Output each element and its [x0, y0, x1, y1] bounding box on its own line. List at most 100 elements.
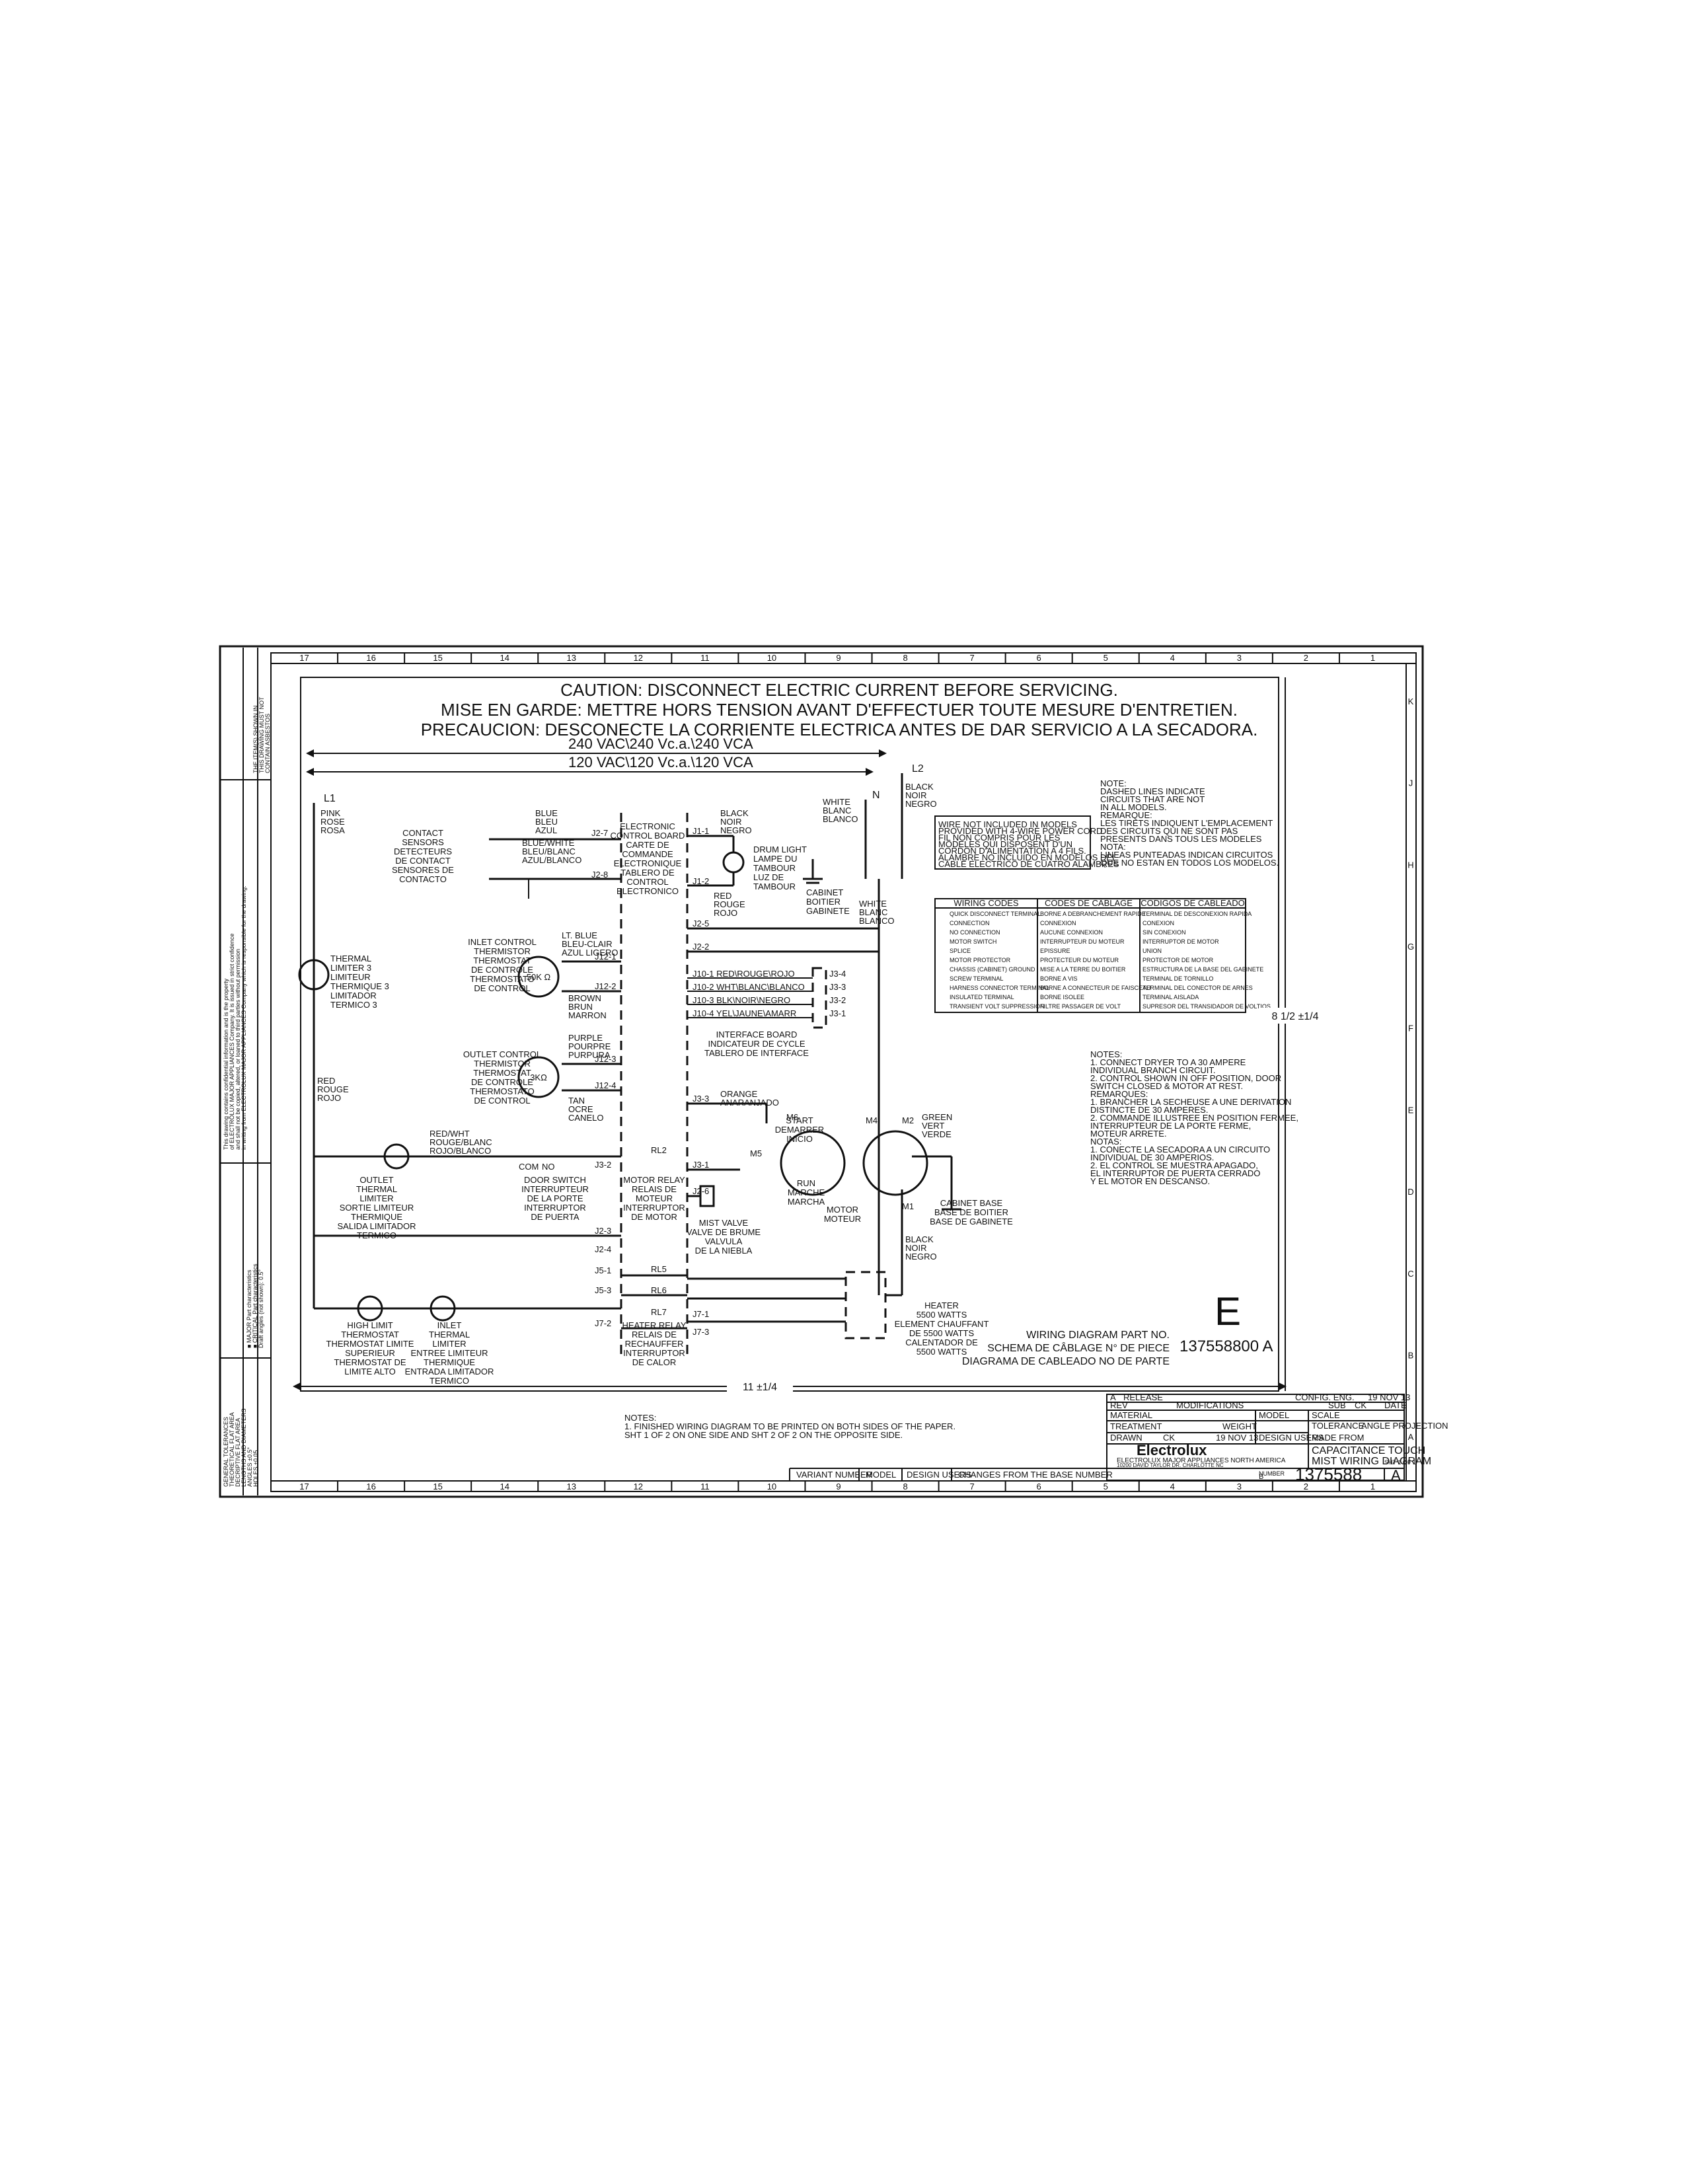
zone-side-F: F — [1408, 1024, 1413, 1034]
com-terminal: COM — [519, 1162, 539, 1172]
wire-tan-1: TAN — [568, 1096, 585, 1106]
install-line-15: 2. EL CONTROL SE MUESTRA APAGADO, — [1090, 1160, 1258, 1170]
comp-drum-light-1: DRUM LIGHT — [753, 845, 807, 854]
conn-j3-3: J3-3 — [693, 1094, 709, 1104]
comp-inlet-limiter-3: LIMITER — [432, 1339, 466, 1349]
wire-purple-1: PURPLE — [568, 1033, 603, 1043]
left-tolerance-6: HOLES ±0.05 — [252, 1450, 259, 1487]
wire-tan-2: OCRE — [568, 1104, 593, 1114]
left-proprietary-4: in writing from ELECTROLUX MAJOR APPLIAN… — [241, 885, 247, 1150]
left-characteristics-1: ■ MAJOR Part characteristics — [246, 1269, 252, 1348]
wire-black_j1-3: NEGRO — [720, 825, 752, 835]
comp-thermal-limiter-4: THERMIQUE 3 — [330, 981, 389, 991]
tb-h-mod: MODIFICATIONS — [1176, 1400, 1244, 1410]
tb-date-val: 19 NOV 13 — [1216, 1433, 1258, 1443]
part-number-block: WIRING DIAGRAM PART NO. SCHEMA DE CÂBLAG… — [962, 1330, 1273, 1367]
comp-outlet-limiter-5: THERMIQUE — [351, 1212, 402, 1222]
wire-redwht-3: ROJO/BLANCO — [430, 1146, 491, 1156]
tb-ck: CK — [1163, 1433, 1175, 1443]
comp-control-board-7: CONTROL — [626, 877, 669, 887]
wire-red-1: RED — [317, 1076, 335, 1086]
legend-cell-10-1: INSULATED TERMINAL — [950, 994, 1014, 1000]
zone-top-8: 8 — [903, 653, 907, 663]
conn-j10-4: J10-4 YEL\JAUNE\AMARR — [693, 1008, 796, 1018]
conn-j10-1: J10-1 RED\ROUGE\ROJO — [693, 969, 795, 979]
tb-date: 19 NOV 13 — [1368, 1392, 1410, 1402]
wire-orange-1: ORANGE — [720, 1089, 758, 1099]
install-line-6: REMARQUES: — [1090, 1089, 1148, 1099]
zone-side-D: D — [1407, 1187, 1413, 1197]
install-line-16: EL INTERRUPTOR DE PUERTA CERRADO — [1090, 1168, 1260, 1178]
print-line-3: SHT 1 OF 2 ON ONE SIDE AND SHT 2 OF 2 ON… — [624, 1430, 903, 1440]
tb-h-date: DATE — [1384, 1400, 1407, 1410]
dashed-line-6: LES TIRETS INDIQUENT L'EMPLACEMENT — [1100, 818, 1273, 828]
comp-cabinet-1: CABINET — [806, 887, 843, 897]
comp-motor-relay-1: MOTOR RELAY — [623, 1175, 685, 1185]
zone-bottom-3: 3 — [1237, 1482, 1242, 1491]
tb-scale: SCALE — [1312, 1410, 1340, 1420]
part-no-fr: SCHEMA DE CÂBLAGE N° DE PIECE — [987, 1341, 1170, 1354]
comp-high-limit-4: SUPERIEUR — [345, 1348, 395, 1358]
zone-bottom-7: 7 — [970, 1482, 975, 1491]
conn-j3-1b: J3-1 — [829, 1008, 846, 1018]
legend-cell-4-1: MOTOR SWITCH — [950, 938, 996, 945]
zone-top-6: 6 — [1037, 653, 1041, 663]
dim-height: 8 1/2 ±1/4 — [1271, 1011, 1318, 1022]
comp-motor-start-2: DEMARRER — [775, 1125, 824, 1135]
zone-side-K: K — [1408, 697, 1414, 706]
conn-j5-1: J5-1 — [595, 1265, 611, 1275]
legend-header-1: WIRING CODES — [954, 898, 1019, 908]
zone-top-1: 1 — [1370, 653, 1375, 663]
comp-thermal-limiter-1: THERMAL — [330, 954, 371, 963]
tb-release: RELEASE — [1123, 1392, 1163, 1402]
zone-top-3: 3 — [1237, 653, 1242, 663]
comp-outlet-thermistor-2: THERMISTOR — [474, 1059, 531, 1069]
legend-cell-11-3: SUPRESOR DEL TRANSIDADOR DE VOLTIOS — [1142, 1003, 1271, 1010]
line-l1: L1 — [324, 793, 336, 804]
left-tolerance-2: THEORETICAL FLAT AREA — [229, 1412, 235, 1487]
install-line-9: 2. COMMANDE ILLUSTREE EN POSITION FERMEE… — [1090, 1113, 1298, 1123]
comp-control-board-5: ELECTRONIQUE — [614, 858, 682, 868]
legend-cell-6-2: PROTECTEUR DU MOTEUR — [1040, 957, 1119, 963]
wire-black_m1-1: BLACK — [905, 1234, 934, 1244]
comp-drum-light-2: LAMPE DU — [753, 854, 797, 864]
wire-redwht-2: ROUGE/BLANC — [430, 1137, 492, 1147]
conn-m5: M5 — [750, 1148, 762, 1158]
wire-bluewhite-2: BLEU/BLANC — [522, 847, 576, 856]
comp-high-limit-3: THERMOSTAT LIMITE — [326, 1339, 414, 1349]
dashed-line-7: DES CIRCUITS QUI NE SONT PAS — [1100, 826, 1238, 836]
zone-bottom-10: 10 — [767, 1482, 776, 1491]
conn-j2-8: J2-8 — [591, 870, 608, 880]
legend-cell-9-2: BORNE A CONNECTEUR DE FAISCEAU — [1040, 985, 1151, 991]
comp-cabinet-base-2: BASE DE BOITIER — [934, 1207, 1008, 1217]
comp-high-limit-1: HIGH LIMIT — [347, 1320, 393, 1330]
wire-red_j1-3: ROJO — [714, 908, 737, 918]
wire-ltblue-2: BLEU-CLAIR — [562, 939, 613, 949]
print-line-2: 1. FINISHED WIRING DIAGRAM TO BE PRINTED… — [624, 1421, 955, 1431]
install-line-10: INTERRUPTEUR DE LA PORTE FERME, — [1090, 1121, 1251, 1131]
conn-m6: M6 — [786, 1112, 798, 1122]
tb-changes: CHANGES FROM THE BASE NUMBER — [958, 1470, 1113, 1480]
zone-bottom-6: 6 — [1037, 1482, 1041, 1491]
comp-drum-light-3: TAMBOUR — [753, 863, 796, 873]
tb-rev-a: A — [1110, 1392, 1116, 1402]
comp-thermal-limiter-3: LIMITEUR — [330, 972, 371, 982]
comp-motor-start-3: INICIO — [786, 1134, 813, 1144]
zone-bottom-16: 16 — [366, 1482, 375, 1491]
comp-inlet-thermistor-6: DE CONTROL — [474, 983, 530, 993]
caution-fr: MISE EN GARDE: METTRE HORS TENSION AVANT… — [441, 700, 1238, 720]
comp-motor-relay-2: RELAIS DE — [632, 1184, 677, 1194]
four-wire-line-3: FIL NON COMPRIS POUR LES — [938, 833, 1061, 843]
left-tolerance-1: GENERAL TOLERANCES — [223, 1417, 229, 1487]
legend-cell-7-3: ESTRUCTURA DE LA BASE DEL GABINETE — [1142, 966, 1263, 973]
tb-design-users: DESIGN USERS — [1259, 1433, 1324, 1443]
legend-cell-3-3: SIN CONEXION — [1142, 929, 1186, 936]
conn-j12-3: J12-3 — [595, 1054, 617, 1064]
legend-cell-11-1: TRANSIENT VOLT SUPPRESSION — [950, 1003, 1045, 1010]
left-characteristics-3: Draft angles (not shown): 0.5° — [258, 1269, 264, 1348]
tb-variant: VARIANT NUMBER — [796, 1470, 872, 1480]
zone-side-C: C — [1407, 1269, 1413, 1279]
